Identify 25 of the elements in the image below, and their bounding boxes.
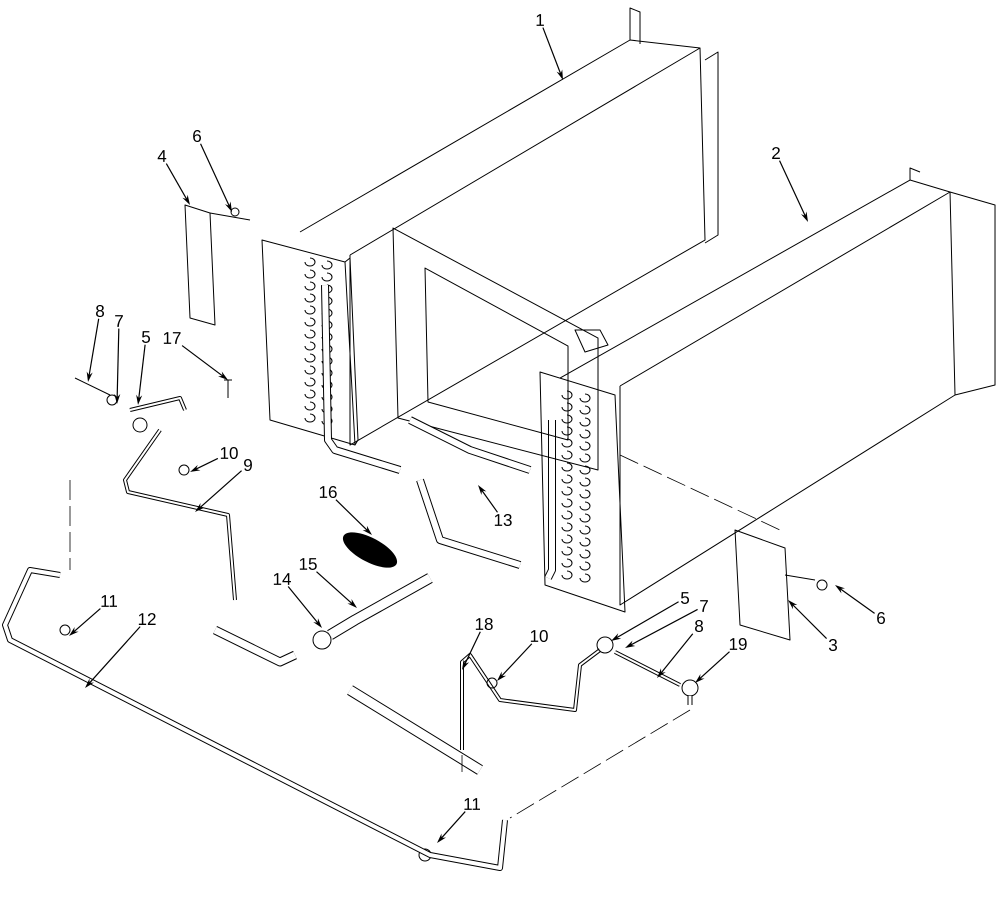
callout-number: 11	[101, 595, 117, 607]
callout-number: 12	[138, 613, 156, 625]
callout-number: 8	[96, 304, 104, 318]
callout-number: 18	[476, 618, 493, 630]
callout-number: 10	[530, 630, 548, 642]
callout-number: 17	[164, 332, 181, 344]
callout-number: 6	[193, 130, 201, 142]
callout-number: 16	[320, 486, 337, 498]
callout-number: 19	[730, 638, 747, 650]
callout-number: 4	[158, 150, 166, 162]
callout-number: 6	[877, 612, 885, 624]
callout-number: 7	[115, 315, 123, 327]
callout-number: 11	[464, 798, 480, 810]
callout-number: 1	[536, 14, 544, 26]
callout-number: 3	[828, 639, 837, 652]
callout-number: 14	[274, 573, 291, 585]
callout-number: 8	[695, 620, 703, 632]
callout-number: 13	[494, 514, 512, 526]
callout-number: 7	[700, 600, 708, 612]
callout-number: 2	[772, 147, 780, 159]
callout-number: 15	[300, 558, 317, 570]
callout-number: 5	[142, 331, 150, 343]
callout-number: 9	[244, 458, 252, 472]
callout-number: 10	[220, 446, 238, 460]
callout-number: 5	[680, 592, 690, 604]
